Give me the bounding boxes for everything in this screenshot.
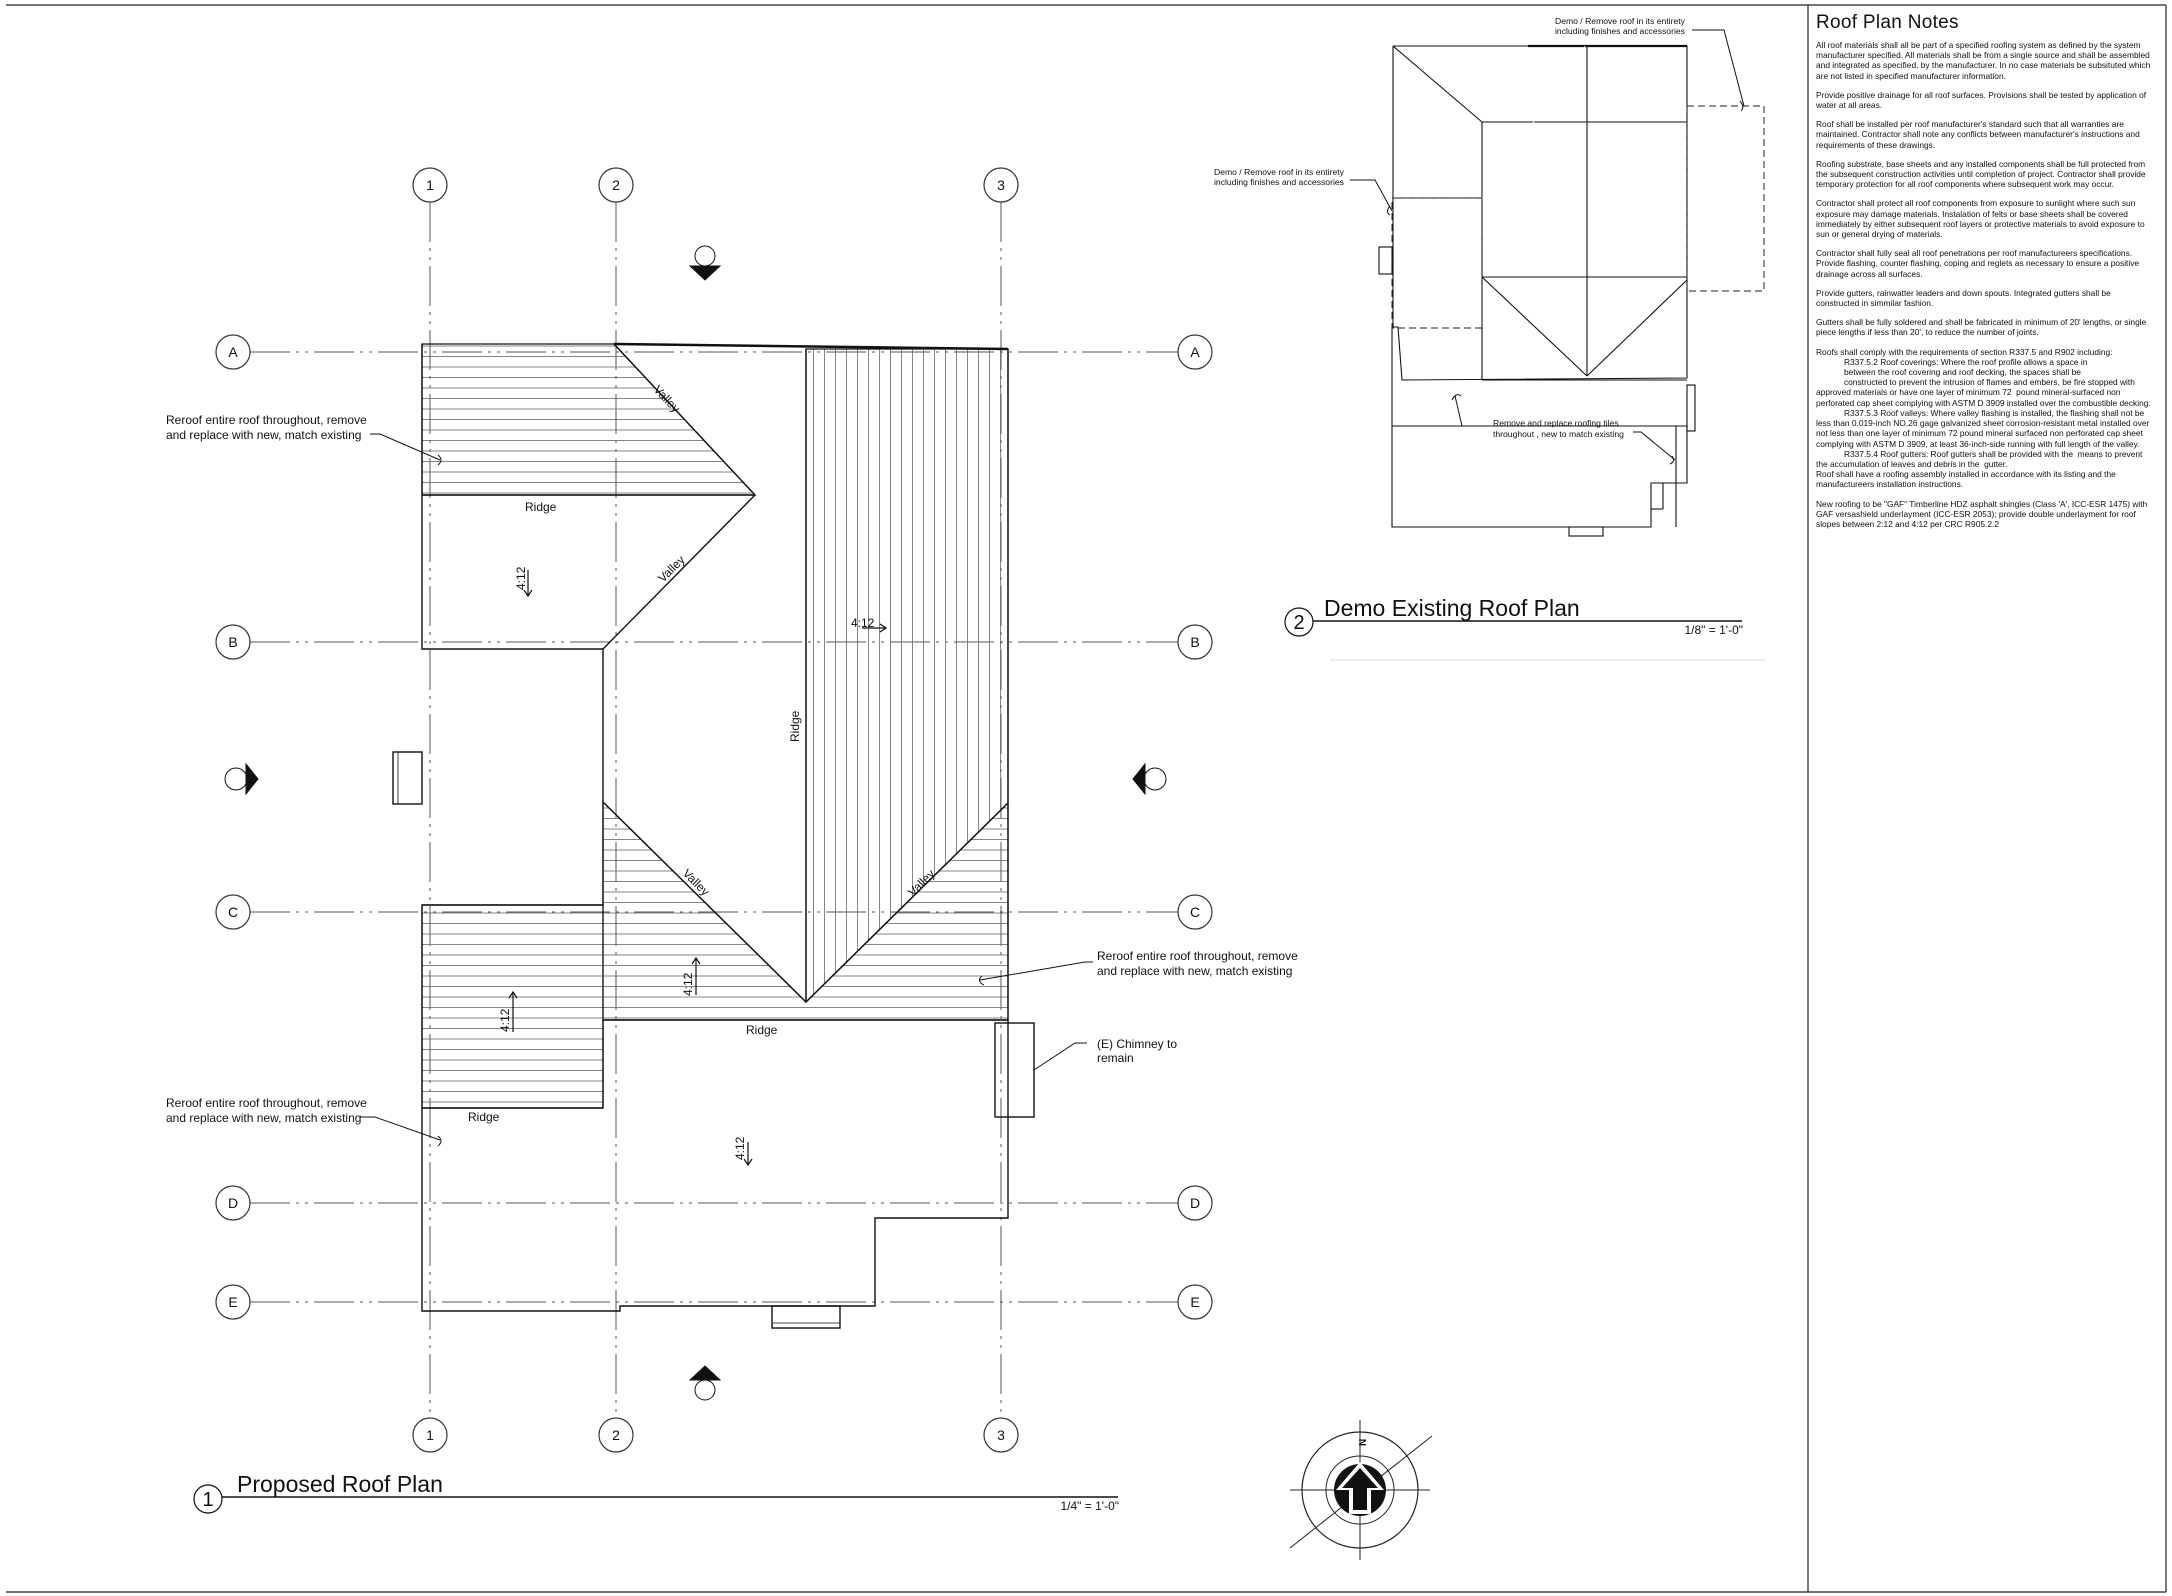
demo-callout-left-line2: including finishes and accessories <box>1214 177 1344 187</box>
callout-reroof-right-line1: Reroof entire roof throughout, remove <box>1097 949 1298 963</box>
note-paragraph: Roofing substrate, base sheets and any i… <box>1816 158 2148 190</box>
grid-label-col-1-top: 1 <box>426 177 434 193</box>
grid-label-row-c-left: C <box>228 904 238 920</box>
note-paragraph: Roofs shall comply with the requirements… <box>1816 346 2151 490</box>
plan1-title-block: 1 Proposed Roof Plan 1/4" = 1'-0" <box>193 1471 1119 1514</box>
callout-leaders <box>360 433 1093 1147</box>
demo-callout-top-line2: including finishes and accessories <box>1555 26 1685 36</box>
section-marker-right <box>1132 762 1167 796</box>
note-paragraph: All roof materials shall all be part of … <box>1816 40 2153 81</box>
slope-arrow-2 <box>862 623 888 633</box>
demo-existing-roof-plan: Demo / Remove roof in its entirety inclu… <box>1214 16 1765 661</box>
demo-callout-replace-line2: throughout , new to match existing <box>1493 429 1624 439</box>
grid-label-row-a-right: A <box>1190 344 1200 360</box>
proposed-roof-plan: 1 2 3 1 2 3 A B C D E A B C D E <box>166 167 1298 1514</box>
callout-reroof-right-line2: and replace with new, match existing <box>1097 964 1292 978</box>
north-arrow: N <box>1289 1420 1433 1560</box>
sheet-frame <box>6 4 2167 1593</box>
grid-label-row-d-right: D <box>1190 1195 1200 1211</box>
slope-arrows <box>508 570 888 1167</box>
note-paragraph: Provide positive drainage for all roof s… <box>1816 89 2149 111</box>
ridge-label-vertical: Ridge <box>788 710 802 742</box>
slope-arrow-5 <box>743 1142 753 1167</box>
callout-reroof-bottom-line1: Reroof entire roof throughout, remove <box>166 1096 367 1110</box>
roof-plane-top-left <box>421 343 757 496</box>
slope-label-3: 4:12 <box>681 972 695 996</box>
grid-label-col-2-top: 2 <box>612 177 620 193</box>
callout-reroof-top-line1: Reroof entire roof throughout, remove <box>166 413 367 427</box>
slope-label-2: 4:12 <box>851 616 875 630</box>
grid-label-col-3-bottom: 3 <box>997 1427 1005 1443</box>
grid-label-row-b-left: B <box>228 634 237 650</box>
demo-roof-outline <box>1378 44 1696 537</box>
note-paragraph: Roof shall be installed per roof manufac… <box>1816 119 2143 150</box>
note-paragraph: New roofing to be "GAF" Timberline HDZ a… <box>1816 498 2150 529</box>
demo-dashed-areas <box>1391 105 1765 329</box>
demo-callout-replace-line1: Remove and replace roofing tiles <box>1493 418 1619 428</box>
grid-label-row-c-right: C <box>1190 904 1200 920</box>
slope-arrow-4 <box>508 990 518 1032</box>
slope-arrow-3 <box>691 956 701 995</box>
note-paragraph: Contractor shall protect all roof compon… <box>1816 198 2147 240</box>
roof-plan-notes-panel: Roof Plan Notes All roof materials shall… <box>1808 10 2164 1580</box>
grid-label-col-3-top: 3 <box>997 177 1005 193</box>
demo-callout-left-line1: Demo / Remove roof in its entirety <box>1214 167 1345 177</box>
plan2-title-block: 2 Demo Existing Roof Plan 1/8" = 1'-0" <box>1284 595 1765 661</box>
bay-window-left <box>392 751 423 805</box>
ridge-label-middle: Ridge <box>746 1023 778 1037</box>
north-arrow-label: N <box>1358 1439 1369 1446</box>
grid-label-row-b-right: B <box>1190 634 1199 650</box>
grid-label-col-1-bottom: 1 <box>426 1427 434 1443</box>
note-paragraph: Contractor shall fully seal all roof pen… <box>1816 248 2142 279</box>
ridge-label-bottom: Ridge <box>468 1110 500 1124</box>
callout-chimney-line2: remain <box>1097 1051 1134 1065</box>
plan1-title: Proposed Roof Plan <box>237 1471 443 1497</box>
grid-label-row-a-left: A <box>228 344 238 360</box>
roof-outline <box>392 342 1035 1329</box>
grid-bubbles <box>215 167 1213 1453</box>
plan1-number: 1 <box>202 1489 213 1511</box>
section-markers <box>224 245 1167 1401</box>
note-paragraph: Gutters shall be fully soldered and shal… <box>1816 317 2149 338</box>
slope-label-5: 4:12 <box>733 1136 747 1160</box>
callout-reroof-top-line2: and replace with new, match existing <box>166 428 361 442</box>
plan1-scale: 1/4" = 1'-0" <box>1060 1499 1119 1513</box>
slope-arrow-1 <box>523 570 533 598</box>
callout-reroof-bottom-line2: and replace with new, match existing <box>166 1111 361 1125</box>
slope-label-1: 4:12 <box>514 566 528 590</box>
section-marker-bottom <box>688 1365 722 1401</box>
grid-label-col-2-bottom: 2 <box>612 1427 620 1443</box>
slope-label-4: 4:12 <box>498 1008 512 1032</box>
plan2-title: Demo Existing Roof Plan <box>1324 595 1580 621</box>
demo-callout-leaders <box>1350 29 1745 465</box>
grid-lines <box>250 202 1178 1418</box>
plan2-scale: 1/8" = 1'-0" <box>1684 623 1743 637</box>
roof-planes <box>421 343 1009 1109</box>
bay-window-bottom <box>771 1305 841 1329</box>
grid-label-row-e-left: E <box>228 1294 237 1310</box>
ridge-label-top: Ridge <box>525 500 557 514</box>
note-paragraph: Provide gutters, rainwatter leaders and … <box>1816 287 2114 309</box>
grid-label-row-e-right: E <box>1190 1294 1199 1310</box>
callout-chimney-line1: (E) Chimney to <box>1097 1037 1177 1051</box>
demo-callout-top-line1: Demo / Remove roof in its entirety <box>1555 16 1686 26</box>
grid-bubble-labels: 1 2 3 1 2 3 A B C D E A B C D E <box>228 177 1200 1443</box>
grid-label-row-d-left: D <box>228 1195 238 1211</box>
section-marker-left <box>224 762 259 796</box>
notes-title: Roof Plan Notes <box>1816 12 1959 33</box>
section-marker-top <box>688 245 722 281</box>
plan2-number: 2 <box>1293 612 1304 634</box>
